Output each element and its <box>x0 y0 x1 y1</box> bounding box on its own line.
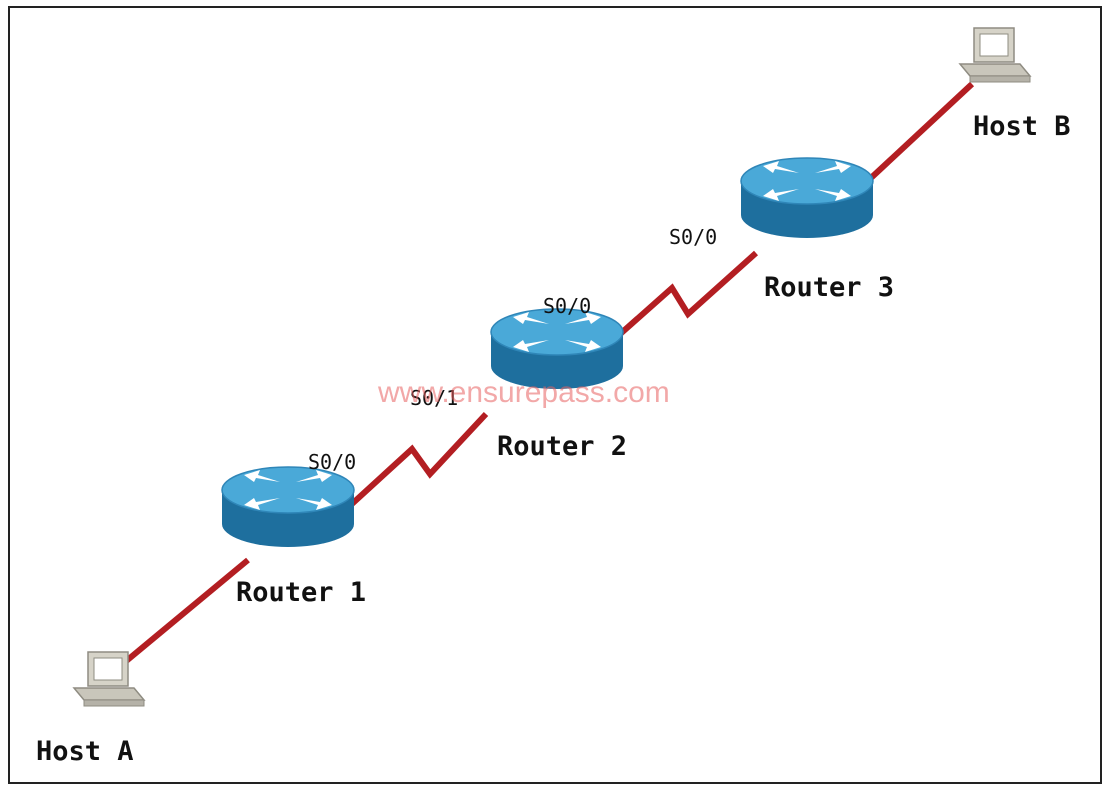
router-3-label: Router 3 <box>764 272 895 303</box>
pc-icon[interactable] <box>959 27 1031 83</box>
router-1-label: Router 1 <box>236 577 367 608</box>
router2-s0-0-label: S0/0 <box>543 294 592 318</box>
host-a-label: Host A <box>36 736 134 767</box>
router2-s0-1-label: S0/1 <box>410 386 459 410</box>
serial-link-router2-router3 <box>599 250 759 354</box>
diagram-frame <box>8 6 1102 784</box>
ethernet-link-router3-hostb <box>855 81 975 193</box>
router1-s0-0-label: S0/0 <box>308 450 357 474</box>
router3-s0-0-label: S0/0 <box>669 225 718 249</box>
router-2-label: Router 2 <box>497 431 628 462</box>
router-icon[interactable] <box>740 157 874 239</box>
host-b-label: Host B <box>973 111 1071 142</box>
ethernet-link-hosta-router1 <box>123 557 250 665</box>
watermark-text: www.ensurepass.com <box>378 376 670 409</box>
router-icon[interactable] <box>221 466 355 548</box>
serial-link-router1-router2 <box>339 411 489 516</box>
pc-icon[interactable] <box>73 651 145 707</box>
